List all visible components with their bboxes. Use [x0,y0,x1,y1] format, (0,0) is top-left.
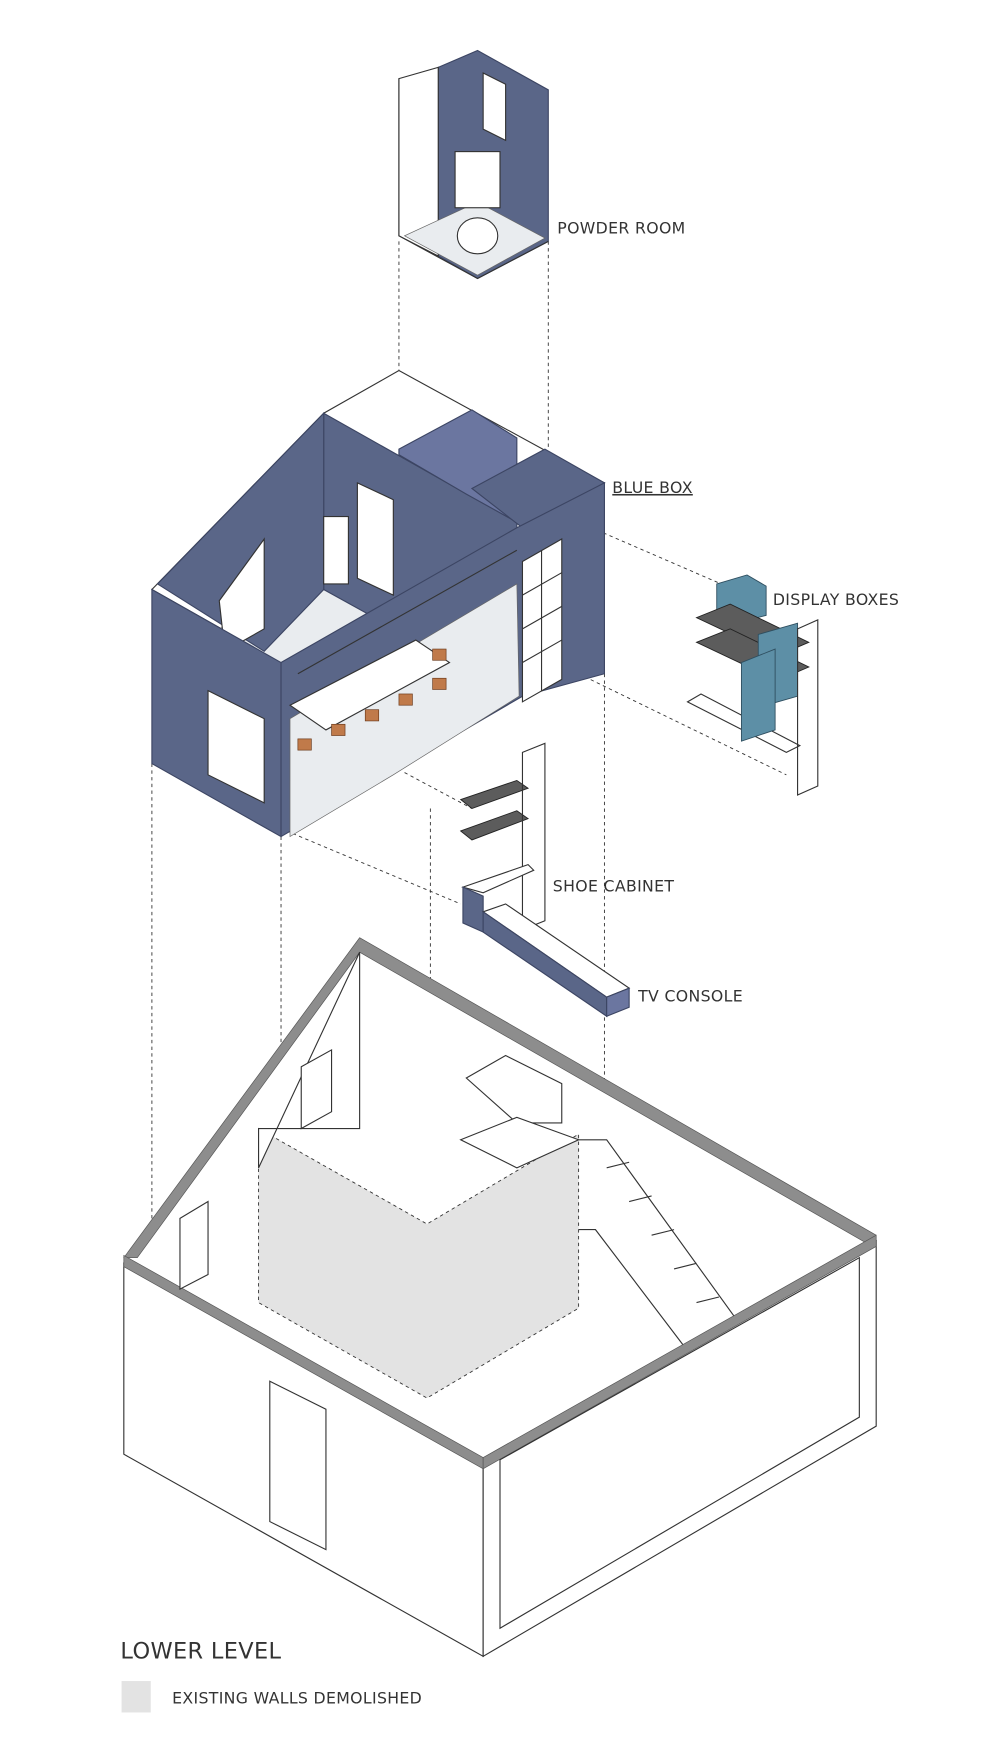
shoe-cabinet-module [459,742,546,933]
blue-box-module [150,369,606,838]
legend-label: EXISTING WALLS DEMOLISHED [172,1688,422,1707]
lower-level-plan [123,937,877,1658]
legend: EXISTING WALLS DEMOLISHED [121,1681,422,1713]
label-shoe-cabinet: SHOE CABINET [553,877,675,896]
label-tv-console: TV CONSOLE [637,987,743,1006]
dining-chairs [297,648,447,751]
demolished-walls-area [258,1127,580,1399]
label-blue-box: BLUE BOX [612,478,693,497]
legend-swatch-demolished [121,1681,151,1713]
section-title: LOWER LEVEL [120,1639,281,1665]
glass-door [521,538,563,703]
tv-console-module [481,903,631,1018]
display-boxes-module [686,574,819,796]
label-powder-room: POWDER ROOM [557,219,685,238]
label-display-boxes: DISPLAY BOXES [773,590,899,609]
door [269,1380,327,1551]
powder-room-module [398,49,549,280]
